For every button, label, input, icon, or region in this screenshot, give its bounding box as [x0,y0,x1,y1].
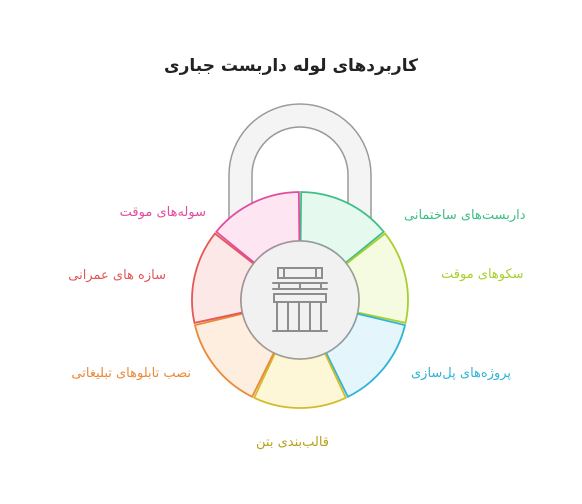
label-building-scaffolding: داربست‌های ساختمانی [404,208,526,223]
center-ring [240,240,360,360]
label-bridge-projects: پروژه‌های پل‌سازی [411,366,512,381]
diagram-title: کاربردهای لوله داربست جباری [164,56,418,76]
label-concrete-formwork: قالب‌بندی بتن [256,435,330,450]
label-temporary-sheds: سوله‌های موقت [119,205,206,220]
scaffolding-icon [272,267,328,332]
label-temporary-platforms: سکوهای موقت [441,267,524,282]
label-billboard-installation: نصب تابلوهای تبلیغاتی [71,366,191,381]
lock-shackle [228,103,372,223]
label-civil-structures: سازه های عمرانی [68,268,166,283]
